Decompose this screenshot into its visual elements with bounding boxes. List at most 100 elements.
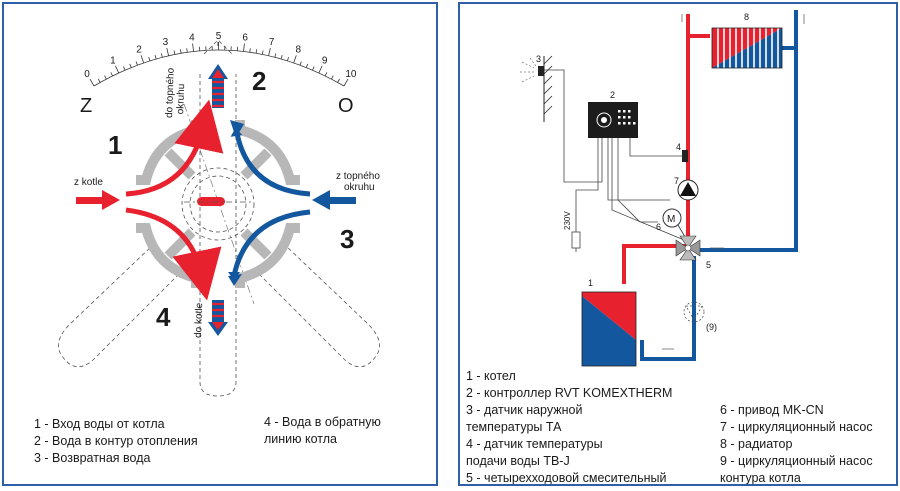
legend-item: 5 - четырехходовой смесительный [466,471,667,485]
label-5: 5 [706,260,711,270]
controller [588,102,638,138]
legend-item: подачи воды TB-J [466,454,570,468]
scale-tick-label: 1 [110,55,116,66]
scale-tick [160,53,163,58]
scale-tick [123,66,126,71]
right-legend-col2: 6 - привод MK-CN 7 - циркуляционный насо… [720,402,873,485]
handle-outlines [58,39,380,397]
z-kotle-arrow [76,190,120,210]
scale-tick [287,56,289,62]
circulation-pump [677,179,699,201]
scale-tick [249,48,251,53]
scale-tick-label: 10 [345,69,357,80]
legend-item: 4 - Вода в обратную [264,415,381,429]
scale-tick [318,65,323,74]
legend-item: температуры ТА [466,420,562,434]
label-voltage: 230V [563,211,572,230]
scale-tick [173,50,176,55]
scale-tick [148,56,151,62]
svg-text:okruhu: okruhu [344,182,375,193]
svg-text:z topného: z topného [336,171,380,182]
outdoor-sensor [520,55,553,122]
scale-tick [140,55,145,64]
legend-item: 2 - контроллер RVT KOMEXTHERM [466,386,673,400]
legend-item: 9 - циркуляционный насос [720,454,873,468]
scale-letter-o: O [338,95,354,117]
scale-tick [312,66,315,71]
boiler [581,291,637,367]
scale-tick [186,48,188,53]
legend-item: линию котла [264,432,337,446]
legend-item: 8 - радиатор [720,437,793,451]
heating-scheme-panel: M 8 3 2 4 7 6 5 1 (9) 230V 1 - котел 2 -… [458,2,898,486]
legend-item: контура котла [720,471,801,485]
scale-tick [255,49,258,54]
scale-tick [154,55,157,60]
hot-flow [125,99,224,301]
scale-tick [268,47,271,56]
radiator [711,27,783,69]
scale-tick-label: 2 [136,45,142,56]
flow-direction-marks [662,14,805,350]
outlet-arrow-up [208,64,228,108]
svg-text:do topného: do topného [164,67,177,118]
quadrant-3: 3 [340,224,354,254]
return-flow [231,127,311,277]
label-z-kotle: z kotle [74,177,103,188]
right-legend-col1: 1 - котел 2 - контроллер RVT KOMEXTHERM … [466,368,673,485]
z-topneho-arrow [312,190,356,210]
label-z-topneho: z topného okruhu [336,171,380,193]
scale-tick [89,78,95,87]
legend-item: 1 - котел [466,369,516,383]
legend-item: 6 - привод MK-CN [720,403,824,417]
label-8: 8 [744,12,749,22]
scale-tick [192,43,194,52]
scale-tick [261,50,264,55]
scale-tick [115,65,120,74]
label-4: 4 [676,142,681,152]
label-3: 3 [536,54,541,64]
scale-tick [110,72,113,77]
legend-item: 1 - Вход воды от котла [34,417,165,431]
scale-tick-label: 0 [84,69,90,80]
quadrant-1: 1 [108,130,122,160]
scale-tick [97,78,101,83]
supply-sensor [682,150,688,162]
label-1: 1 [588,278,593,288]
heating-scheme: M 8 3 2 4 7 6 5 1 (9) 230V [520,10,805,367]
scale-tick-label: 8 [295,45,301,56]
scale-tick [299,61,302,66]
scale-tick [331,75,334,80]
wiring [544,69,685,252]
scale-ticks [89,42,349,87]
svg-text:okruhu: okruhu [175,84,187,115]
scale-tick [166,47,169,56]
legend-item: 4 - датчик температуры [466,437,603,451]
scale-tick [274,53,277,58]
label-7: 7 [674,176,679,186]
scale-tick [280,55,283,60]
scale-tick-label: 4 [189,33,195,44]
rotor [197,197,225,206]
scale-tick-label: 7 [269,37,275,48]
scale-tick [179,49,182,54]
label-6: 6 [656,222,661,232]
scale-tick-label: 5 [216,31,222,42]
svg-text:M: M [667,214,675,225]
scale-tick [135,61,138,66]
valve-shutter [164,148,272,260]
scale-labels: 0 1 2 3 4 5 6 7 8 9 10 [84,31,357,80]
actuator-motor: M [662,208,689,243]
scale-tick-label: 3 [163,37,169,48]
legend-item: 3 - Возвратная вода [34,451,151,465]
label-9: (9) [706,322,717,332]
scale-tick [243,43,245,52]
scale-tick [104,75,107,80]
four-way-mixing-valve [675,235,701,261]
scale-tick [337,78,340,83]
scale-tick-label: 9 [322,55,328,66]
scale-tick [129,63,132,68]
label-do-topneho: do topného okruhu [164,67,187,118]
quadrant-4: 4 [156,302,171,332]
scale-tick-label: 6 [242,33,248,44]
